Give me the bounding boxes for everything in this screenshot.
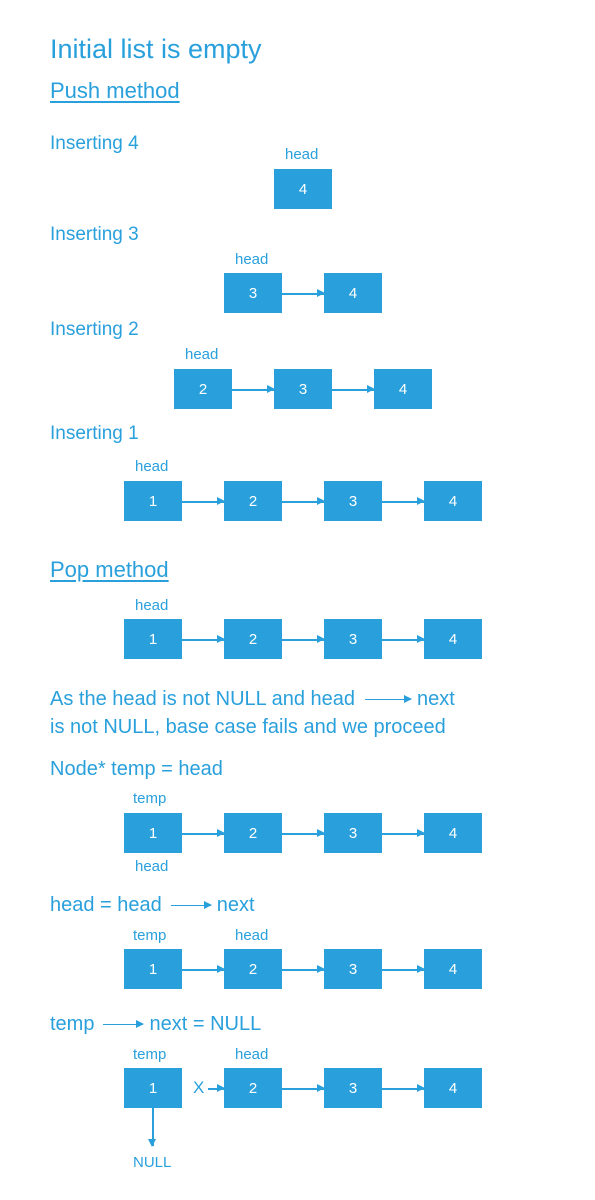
code-temp-assign: Node* temp = head <box>50 758 223 780</box>
next-arrow <box>382 636 425 642</box>
list-node: 2 <box>224 949 282 989</box>
step-label-insert-2: Inserting 2 <box>50 319 139 340</box>
list-node: 1 <box>124 949 182 989</box>
next-arrow <box>282 830 325 836</box>
right-arrow-icon <box>103 1020 145 1027</box>
head-pointer-label: head <box>135 597 169 614</box>
next-arrow <box>182 830 225 836</box>
head-pointer-label: head <box>135 458 169 475</box>
next-arrow <box>232 386 275 392</box>
code-text: temp <box>50 1013 95 1035</box>
list-node: 4 <box>324 273 382 313</box>
code-text-next-null: next = NULL <box>149 1013 262 1035</box>
list-node: 4 <box>424 1068 482 1108</box>
list-node: 4 <box>274 169 332 209</box>
head-pointer-label: head <box>285 146 319 163</box>
next-arrow <box>332 386 375 392</box>
code-head-assign: head = head next <box>50 894 255 917</box>
next-arrow <box>208 1085 225 1091</box>
head-pointer-label: head <box>235 927 269 944</box>
head-pointer-label: head <box>235 1046 269 1063</box>
list-node: 3 <box>324 481 382 521</box>
next-arrow <box>382 830 425 836</box>
push-method-heading: Push method <box>50 78 180 103</box>
list-node: 3 <box>274 369 332 409</box>
explanation-line-2: is not NULL, base case fails and we proc… <box>50 716 446 738</box>
next-arrow <box>382 1085 425 1091</box>
list-node: 2 <box>174 369 232 409</box>
list-node: 2 <box>224 619 282 659</box>
head-pointer-label: head <box>185 346 219 363</box>
down-arrow-icon <box>149 1108 155 1147</box>
next-arrow <box>182 636 225 642</box>
list-node: 1 <box>124 481 182 521</box>
list-node: 2 <box>224 813 282 853</box>
right-arrow-icon <box>170 901 212 908</box>
next-arrow <box>382 498 425 504</box>
next-arrow <box>182 498 225 504</box>
list-node: 2 <box>224 481 282 521</box>
next-arrow <box>282 966 325 972</box>
list-node: 3 <box>324 949 382 989</box>
null-label: NULL <box>133 1154 172 1171</box>
list-node: 3 <box>324 619 382 659</box>
list-node: 1 <box>124 1068 182 1108</box>
step-label-insert-4: Inserting 4 <box>50 133 139 154</box>
right-arrow-icon <box>365 695 413 702</box>
head-pointer-label: head <box>235 251 269 268</box>
list-node: 4 <box>424 481 482 521</box>
list-node: 4 <box>424 619 482 659</box>
next-arrow <box>282 1085 325 1091</box>
explanation-line-1: As the head is not NULL and head next <box>50 688 455 711</box>
list-node: 1 <box>124 813 182 853</box>
explanation-text: As the head is not NULL and head <box>50 688 356 710</box>
explanation-text-next: next <box>417 688 455 710</box>
pop-method-heading: Pop method <box>50 557 169 582</box>
next-arrow <box>282 290 325 296</box>
list-node: 4 <box>374 369 432 409</box>
list-node: 3 <box>224 273 282 313</box>
temp-pointer-label: temp <box>133 927 167 944</box>
next-arrow <box>182 966 225 972</box>
list-node: 1 <box>124 619 182 659</box>
code-text-next: next <box>216 894 255 916</box>
next-arrow <box>282 498 325 504</box>
next-arrow <box>282 636 325 642</box>
head-pointer-label: head <box>135 858 169 875</box>
list-node: 3 <box>324 1068 382 1108</box>
code-text: head = head <box>50 894 162 916</box>
list-node: 4 <box>424 949 482 989</box>
temp-pointer-label: temp <box>133 1046 167 1063</box>
temp-pointer-label: temp <box>133 790 167 807</box>
list-node: 3 <box>324 813 382 853</box>
list-node: 2 <box>224 1068 282 1108</box>
page-title: Initial list is empty <box>50 34 262 64</box>
broken-link-cross-icon: X <box>193 1078 205 1097</box>
step-label-insert-1: Inserting 1 <box>50 423 139 444</box>
code-temp-next-null: temp next = NULL <box>50 1013 261 1036</box>
next-arrow <box>382 966 425 972</box>
list-node: 4 <box>424 813 482 853</box>
step-label-insert-3: Inserting 3 <box>50 224 139 245</box>
